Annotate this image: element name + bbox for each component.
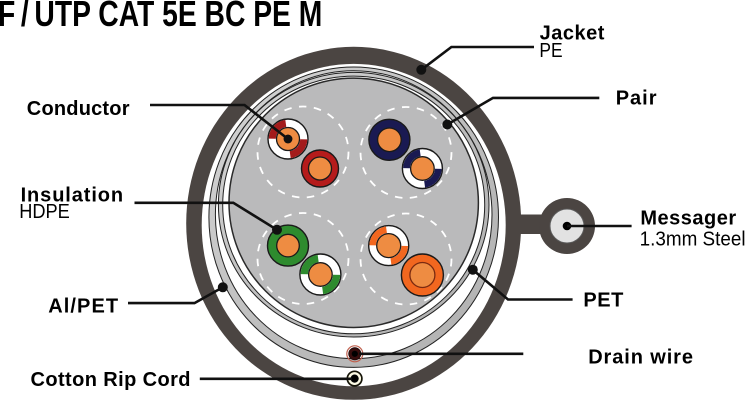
svg-text:1.3mm Steel: 1.3mm Steel bbox=[640, 228, 746, 251]
svg-text:HDPE: HDPE bbox=[19, 201, 70, 223]
svg-text:Jacket: Jacket bbox=[540, 23, 605, 45]
svg-text:Drain wire: Drain wire bbox=[588, 347, 694, 369]
svg-text:Insulation: Insulation bbox=[21, 185, 124, 207]
svg-text:Messager: Messager bbox=[640, 208, 736, 230]
svg-text:Cotton Rip Cord: Cotton Rip Cord bbox=[31, 369, 191, 391]
svg-text:Al/PET: Al/PET bbox=[48, 295, 119, 317]
svg-text:Pair: Pair bbox=[616, 87, 658, 109]
svg-text:Conductor: Conductor bbox=[27, 98, 130, 120]
svg-text:PE: PE bbox=[539, 39, 562, 61]
svg-text:PET: PET bbox=[583, 290, 623, 312]
svg-text:F / UTP CAT 5E BC PE M: F / UTP CAT 5E BC PE M bbox=[0, 0, 322, 34]
